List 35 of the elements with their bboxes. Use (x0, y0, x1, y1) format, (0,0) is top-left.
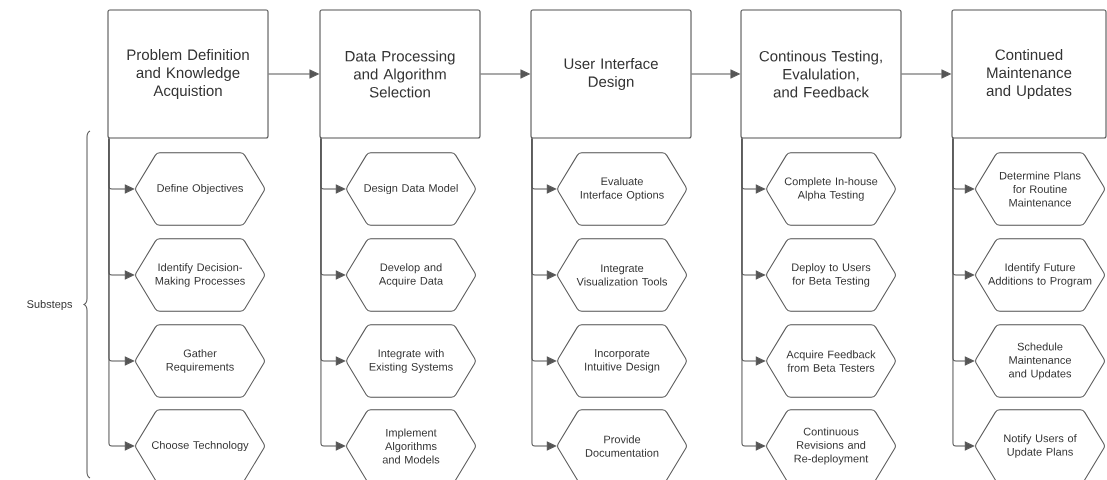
substep-hexagon: Provide Documentation (557, 409, 687, 480)
substep-hexagon: Complete In-house Alpha Testing (766, 152, 896, 226)
substep-hexagon: Choose Technology (135, 409, 265, 480)
substep-hexagon: Identify Future Additions to Program (975, 238, 1105, 312)
arrow (480, 69, 530, 79)
arrow (741, 138, 766, 451)
arrow (531, 138, 557, 451)
arrow (901, 69, 951, 79)
arrow (108, 138, 135, 451)
step-box: Data Processing and Algorithm Selection (319, 9, 481, 139)
substep-hexagon: Determine Plans for Routine Maintenance (975, 152, 1105, 226)
substep-hexagon: Design Data Model (346, 152, 476, 226)
substep-hexagon: Implement Algorithms and Models (346, 409, 476, 480)
step-box: Continued Maintenance and Updates (951, 9, 1107, 139)
substep-hexagon: Deploy to Users for Beta Testing (766, 238, 896, 312)
step-box: Problem Definition and Knowledge Acquistion (107, 9, 269, 139)
substep-hexagon: Incorporate Intuitive Design (557, 324, 687, 398)
arrow (320, 138, 346, 451)
substep-hexagon: Identify Decision-Making Processes (135, 238, 265, 312)
substep-hexagon: Gather Requirements (135, 324, 265, 398)
arrow (268, 69, 319, 79)
substep-hexagon: Integrate Visualization Tools (557, 238, 687, 312)
substep-hexagon: Define Objectives (135, 152, 265, 226)
arrow (952, 138, 975, 451)
substep-hexagon: Integrate with Existing Systems (346, 324, 476, 398)
step-box: User Interface Design (530, 9, 692, 139)
substep-hexagon: Acquire Feedback from Beta Testers (766, 324, 896, 398)
substep-hexagon: Schedule Maintenance and Updates (975, 324, 1105, 398)
substep-hexagon: Evaluate Interface Options (557, 152, 687, 226)
step-box: Continous Testing, Evalulation, and Feedback (740, 9, 902, 139)
substep-hexagon: Continuous Revisions and Re-deployment (766, 409, 896, 480)
substep-hexagon: Develop and Acquire Data (346, 238, 476, 312)
brace-label: Substeps (27, 299, 73, 311)
arrow (691, 69, 740, 79)
substep-hexagon: Notify Users of Update Plans (975, 409, 1105, 480)
